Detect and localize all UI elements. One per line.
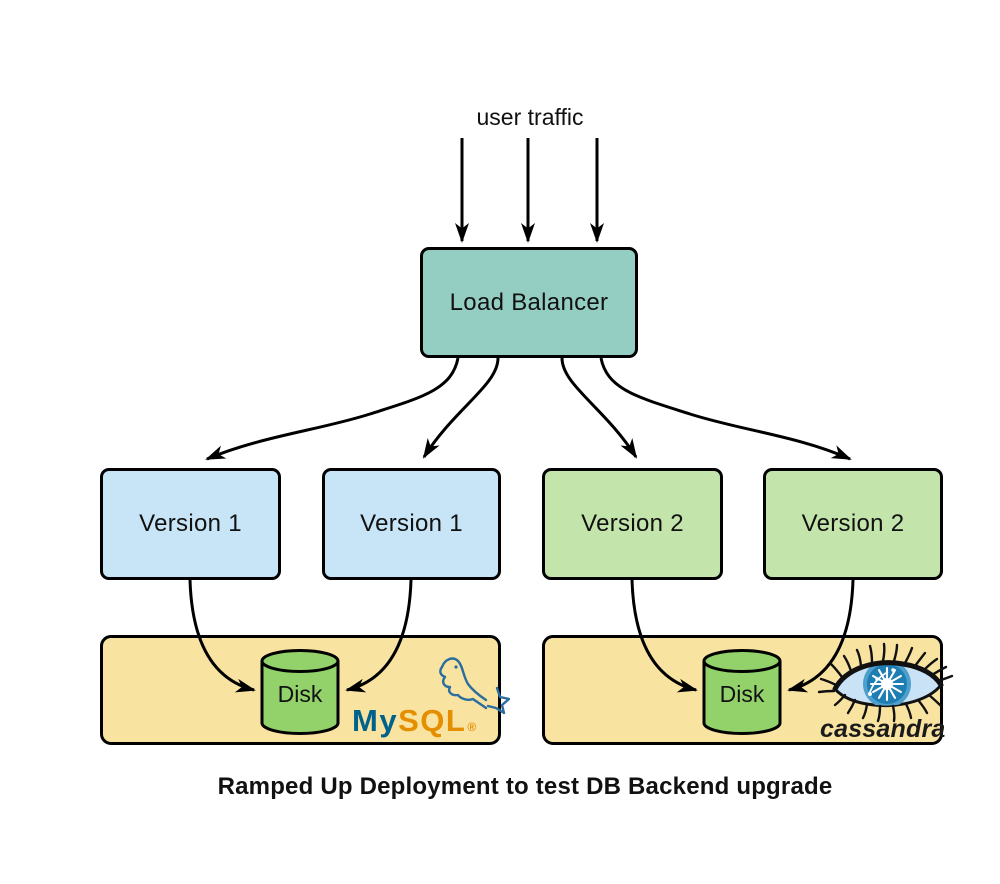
version1-label: Version 1 [139,510,242,537]
mysql-logo-wordmark: MySQL® [352,703,476,739]
arrow-lb-to-v2a [560,357,638,459]
arrow-lb-to-v1a [205,357,460,461]
arrow-lb-to-v2b [599,357,852,461]
version2-label: Version 2 [581,510,684,537]
arrow-lb-to-v1b [422,357,500,459]
version2-node-a: Version 2 [542,468,723,580]
mysql-registered-mark: ® [467,720,477,734]
load-balancer-label: Load Balancer [449,288,609,316]
version1-label: Version 1 [360,510,463,537]
cassandra-logo-wordmark: cassandra [820,715,946,743]
mysql-wordmark-my: My [352,703,399,738]
version2-label: Version 2 [801,510,905,537]
version1-node-b: Version 1 [322,468,501,580]
mysql-wordmark-sql: SQL [398,703,467,738]
load-balancer-node: Load Balancer [420,247,638,358]
disk-label-cassandra: Disk [719,681,765,707]
user-traffic-label: user traffic [476,104,584,130]
version1-node-a: Version 1 [100,468,281,580]
diagram-caption: Ramped Up Deployment to test DB Backend … [217,773,833,800]
user-traffic-arrows [455,138,604,243]
disk-label-mysql: Disk [277,681,323,707]
version2-node-b: Version 2 [763,468,943,580]
lb-to-version-arrows [205,357,852,461]
